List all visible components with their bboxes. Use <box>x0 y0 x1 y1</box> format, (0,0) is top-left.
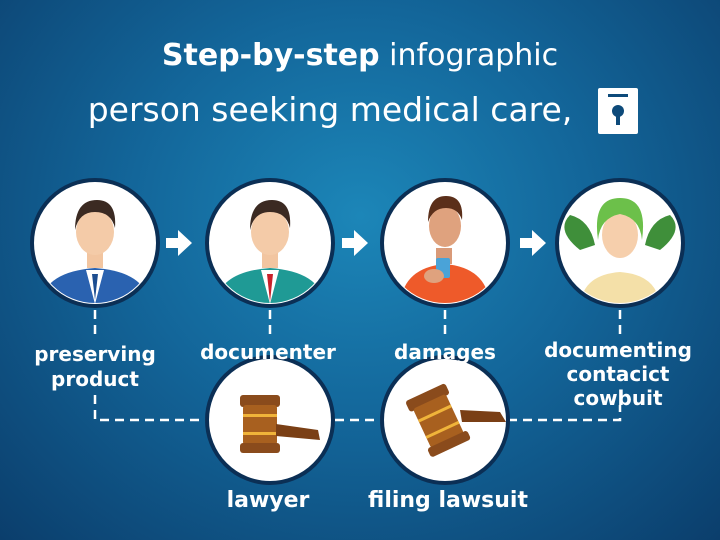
label-line: documenter <box>200 340 336 364</box>
label-line: lawyer <box>226 488 310 513</box>
connector-lines <box>93 310 622 422</box>
arrows <box>166 230 546 256</box>
title-line-1: Step-by-step infographic <box>0 38 720 73</box>
label-line: documenting <box>544 338 692 362</box>
document-keyhole-icon <box>598 88 638 134</box>
label-line: preserving <box>34 342 156 366</box>
step-2-businessman-icon <box>205 178 335 308</box>
label-line: damages <box>394 340 496 364</box>
label-line: product <box>51 367 139 391</box>
step-3-label: damages <box>394 340 496 365</box>
step-6-label: filing lawsuit <box>368 488 528 513</box>
step-3-person-phone-icon <box>380 178 510 308</box>
step-5-gavel-icon <box>205 355 335 485</box>
title-bold: Step-by-step <box>161 38 380 73</box>
arrow-right-icon <box>166 230 192 256</box>
label-line: filing lawsuit <box>368 488 528 513</box>
label-line: cowbuit <box>573 386 663 410</box>
title-rest: infographic <box>379 38 559 73</box>
label-line: contacict <box>566 362 670 386</box>
step-6-gavel-icon <box>380 355 510 485</box>
step-2-label: documenter <box>200 340 336 365</box>
arrow-right-icon <box>342 230 368 256</box>
step-5-label: lawyer <box>227 488 310 513</box>
title-line-2: person seeking medical care, <box>87 90 573 129</box>
arrow-right-icon <box>520 230 546 256</box>
step-4-person-leaves-icon <box>555 178 685 308</box>
step-1-businessman-icon <box>30 178 160 308</box>
